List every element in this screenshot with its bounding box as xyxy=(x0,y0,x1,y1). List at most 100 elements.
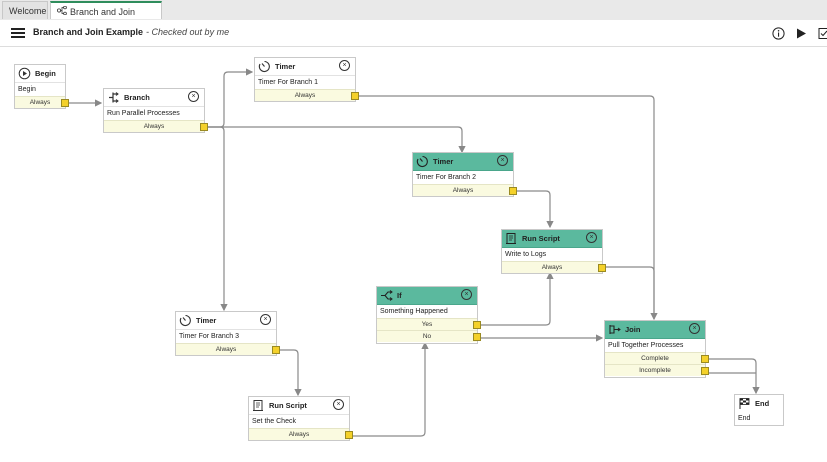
wire-timer2-script1 xyxy=(514,190,554,229)
output-port[interactable] xyxy=(200,123,208,131)
if-icon xyxy=(381,290,393,301)
remove-node-icon[interactable]: × xyxy=(260,314,271,325)
node-if-something-happened[interactable]: If × Something Happened Yes No xyxy=(376,286,481,344)
node-description: Pull Together Processes xyxy=(608,342,684,349)
checkin-icon[interactable] xyxy=(818,27,827,43)
editor-header: Branch and Join Example- Checked out by … xyxy=(0,20,827,47)
wire-join-complete-end xyxy=(706,358,760,395)
timer-icon xyxy=(179,314,191,327)
node-description: Begin xyxy=(18,86,36,93)
timer-icon xyxy=(258,60,270,73)
output-yes[interactable]: Yes xyxy=(377,318,481,330)
remove-node-icon[interactable]: × xyxy=(333,399,344,410)
node-description: Run Parallel Processes xyxy=(107,110,180,117)
tab-bar: Welcome Branch and Join Example xyxy=(0,0,827,35)
remove-node-icon[interactable]: × xyxy=(339,60,350,71)
node-description: Timer For Branch 3 xyxy=(179,333,240,340)
wire-script1-join xyxy=(603,266,655,319)
branch-node-icon xyxy=(109,92,119,103)
wire-branch-timer3 xyxy=(205,126,228,312)
output-complete[interactable]: Complete xyxy=(605,352,709,364)
script-icon xyxy=(506,233,516,244)
output-port[interactable] xyxy=(351,92,359,100)
remove-node-icon[interactable]: × xyxy=(497,155,508,166)
output-port[interactable] xyxy=(598,264,606,272)
timer-icon xyxy=(416,155,428,168)
output-port[interactable] xyxy=(345,431,353,439)
wire-branch-timer1 xyxy=(205,68,254,128)
node-branch[interactable]: Branch × Run Parallel Processes Always xyxy=(103,88,208,133)
output-always[interactable]: Always xyxy=(413,184,517,196)
checkout-status: - Checked out by me xyxy=(146,27,230,37)
tab-label: Welcome xyxy=(9,6,47,16)
checkered-flag-icon xyxy=(739,398,750,409)
remove-node-icon[interactable]: × xyxy=(188,91,199,102)
node-join-pull-together[interactable]: Join × Pull Together Processes Complete … xyxy=(604,320,709,378)
node-header: Timer × xyxy=(413,153,513,171)
node-timer-branch-1[interactable]: Timer × Timer For Branch 1 Always xyxy=(254,57,359,102)
node-header: Join × xyxy=(605,321,705,339)
node-title: Timer xyxy=(196,316,217,325)
node-begin[interactable]: Begin Begin Always xyxy=(14,64,69,109)
output-port[interactable] xyxy=(509,187,517,195)
node-end[interactable]: End End xyxy=(734,394,784,426)
output-always[interactable]: Always xyxy=(502,261,606,273)
output-port[interactable] xyxy=(61,99,69,107)
menu-icon[interactable] xyxy=(11,28,25,38)
node-header: Branch × xyxy=(104,89,204,107)
node-header: Run Script × xyxy=(502,230,602,248)
script-icon xyxy=(253,400,263,411)
output-always[interactable]: Always xyxy=(255,89,359,101)
output-always[interactable]: Always xyxy=(249,428,353,440)
play-circle-icon xyxy=(18,67,31,80)
wire-timer1-join xyxy=(356,95,658,321)
node-run-script-set-check[interactable]: Run Script × Set the Check Always xyxy=(248,396,353,441)
node-title: Begin xyxy=(35,69,56,78)
node-title: If xyxy=(397,291,402,300)
node-timer-branch-2[interactable]: Timer × Timer For Branch 2 Always xyxy=(412,152,517,197)
node-title: Run Script xyxy=(269,401,307,410)
output-always[interactable]: Always xyxy=(104,120,208,132)
output-port[interactable] xyxy=(473,333,481,341)
node-title: Timer xyxy=(275,62,296,71)
wire-timer3-script2 xyxy=(277,349,302,397)
output-port[interactable] xyxy=(272,346,280,354)
node-description: Timer For Branch 2 xyxy=(416,174,477,181)
join-icon xyxy=(609,325,621,334)
output-port[interactable] xyxy=(701,367,709,375)
page-title: Branch and Join Example- Checked out by … xyxy=(33,27,230,37)
node-title: End xyxy=(755,399,770,408)
node-header: Timer × xyxy=(176,312,276,330)
wire-script2-if xyxy=(350,341,429,437)
tab-welcome[interactable]: Welcome xyxy=(2,1,48,19)
play-icon[interactable] xyxy=(795,27,807,43)
node-title: Run Script xyxy=(522,234,560,243)
output-port[interactable] xyxy=(701,355,709,363)
node-description: Write to Logs xyxy=(505,251,547,258)
output-always[interactable]: Always xyxy=(176,343,280,355)
node-title: Join xyxy=(625,325,641,334)
remove-node-icon[interactable]: × xyxy=(689,323,700,334)
node-title: Branch xyxy=(124,93,150,102)
node-header: Begin xyxy=(15,65,65,83)
output-incomplete[interactable]: Incomplete xyxy=(605,364,709,376)
node-description: Set the Check xyxy=(252,418,296,425)
branch-icon xyxy=(56,3,67,21)
wire-if-yes-script1 xyxy=(478,271,554,326)
node-timer-branch-3[interactable]: Timer × Timer For Branch 3 Always xyxy=(175,311,280,356)
output-no[interactable]: No xyxy=(377,330,481,342)
node-header: If × xyxy=(377,287,477,305)
remove-node-icon[interactable]: × xyxy=(461,289,472,300)
node-run-script-write-logs[interactable]: Run Script × Write to Logs Always xyxy=(501,229,606,274)
node-description: End xyxy=(738,415,751,422)
wire-branch-timer2 xyxy=(205,126,466,154)
output-always[interactable]: Always xyxy=(15,96,69,108)
output-port[interactable] xyxy=(473,321,481,329)
info-icon[interactable] xyxy=(772,27,785,43)
node-description: Timer For Branch 1 xyxy=(258,79,319,86)
node-header: Run Script × xyxy=(249,397,349,415)
node-header: End xyxy=(735,395,783,412)
remove-node-icon[interactable]: × xyxy=(586,232,597,243)
node-title: Timer xyxy=(433,157,454,166)
